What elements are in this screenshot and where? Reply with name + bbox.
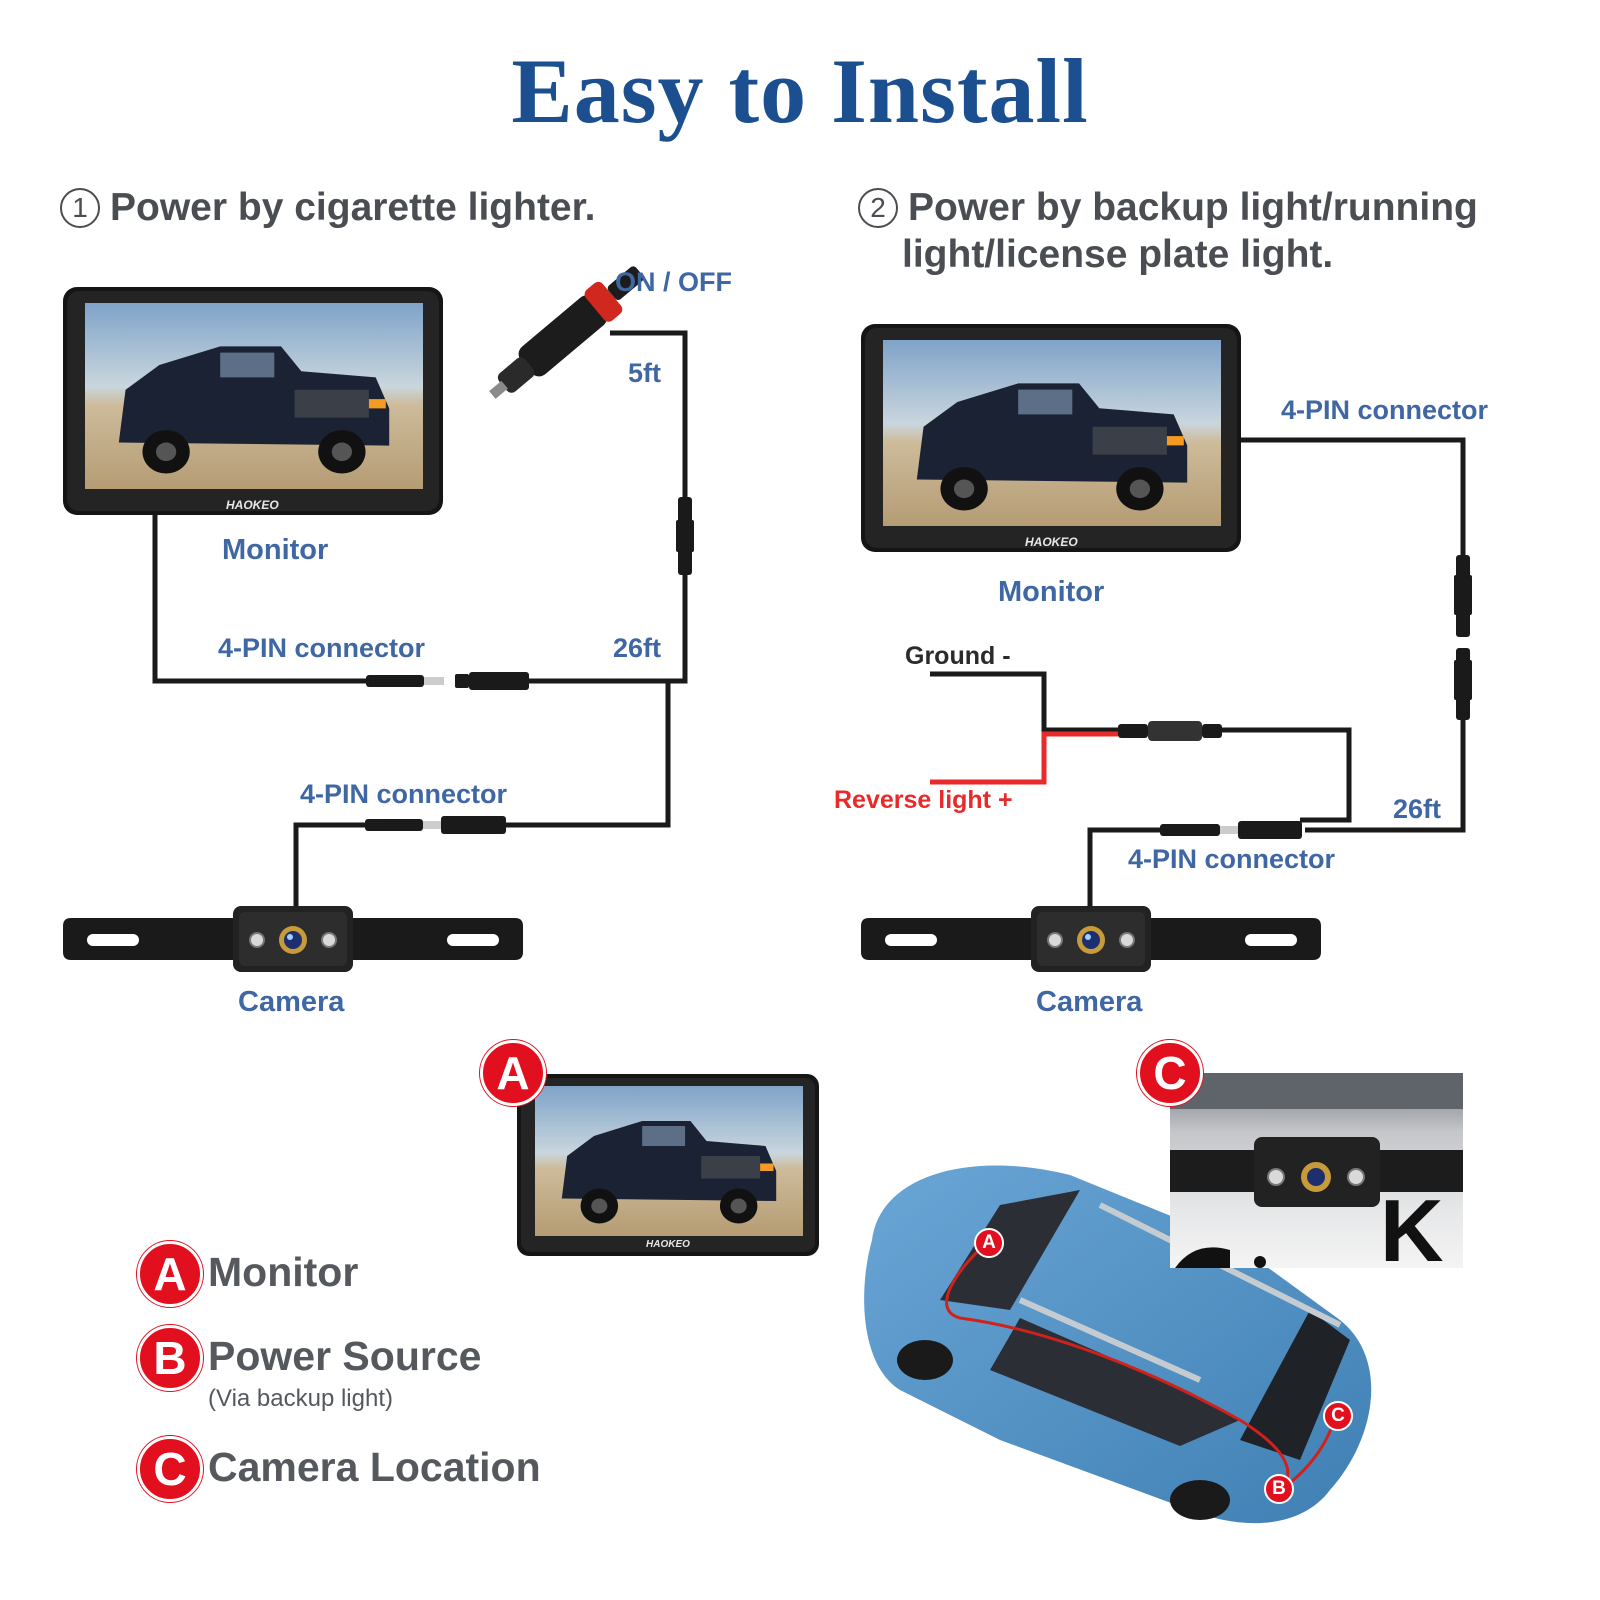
section2-red-wire: [930, 731, 1118, 785]
closeup-plate-letter: K: [1380, 1181, 1444, 1280]
legend-c-badge: C: [137, 1436, 203, 1502]
monitor-1-brand: HAOKEO: [226, 498, 279, 512]
section2-connectors: [1118, 555, 1472, 839]
monitor-1: [63, 287, 443, 515]
section2-wiring: [930, 437, 1466, 912]
monitor-3-brand: HAOKEO: [646, 1239, 690, 1250]
monitor-3: [517, 1074, 819, 1256]
camera-2: [860, 905, 1322, 973]
monitor-2-label: Monitor: [998, 576, 1105, 608]
section2-heading-line2: light/license plate light.: [902, 233, 1334, 276]
camera-1: [62, 905, 524, 973]
section2-cable-26ft-label: 26ft: [1393, 794, 1442, 824]
legend-a-badge: A: [137, 1241, 203, 1307]
monitor-1-label: Monitor: [222, 534, 329, 566]
legend-a-text: Monitor: [208, 1249, 359, 1295]
monitor-2-brand: HAOKEO: [1025, 535, 1078, 549]
camera-closeup: [1170, 1073, 1463, 1268]
section2-heading-line1: Power by backup light/running: [908, 186, 1478, 229]
section1-wiring: [152, 330, 688, 912]
on-off-label: ON / OFF: [615, 267, 732, 297]
legend-c-text: Camera Location: [208, 1444, 541, 1490]
badge-c: C: [1137, 1040, 1203, 1106]
cigarette-lighter-plug: [489, 266, 644, 399]
section2-connector-top-label: 4-PIN connector: [1281, 395, 1489, 425]
page-title: Easy to Install: [511, 40, 1089, 142]
legend-b-subtext: (Via backup light): [208, 1385, 393, 1412]
section1-connector-top-label: 4-PIN connector: [218, 633, 426, 663]
section2-number: 2: [858, 188, 898, 228]
legend-b-text: Power Source: [208, 1333, 482, 1379]
badge-a: A: [480, 1040, 546, 1106]
car-marker-c: C: [1323, 1401, 1353, 1431]
section1-connectors: [365, 497, 694, 834]
camera-1-label: Camera: [238, 986, 345, 1018]
ground-label: Ground -: [905, 642, 1011, 670]
section1-heading-text: Power by cigarette lighter.: [110, 186, 596, 229]
section1-connector-bottom-label: 4-PIN connector: [300, 779, 508, 809]
reverse-light-label: Reverse light +: [834, 786, 1013, 814]
section1-number: 1: [60, 188, 100, 228]
car-marker-a: A: [974, 1228, 1004, 1258]
section1-cable-26ft-label: 26ft: [613, 633, 662, 663]
monitor-2: [861, 324, 1241, 552]
cable-5ft-label: 5ft: [628, 358, 661, 388]
legend-b-badge: B: [137, 1325, 203, 1391]
car-marker-b: B: [1264, 1474, 1294, 1504]
camera-2-label: Camera: [1036, 986, 1143, 1018]
section2-connector-bottom-label: 4-PIN connector: [1128, 844, 1336, 874]
